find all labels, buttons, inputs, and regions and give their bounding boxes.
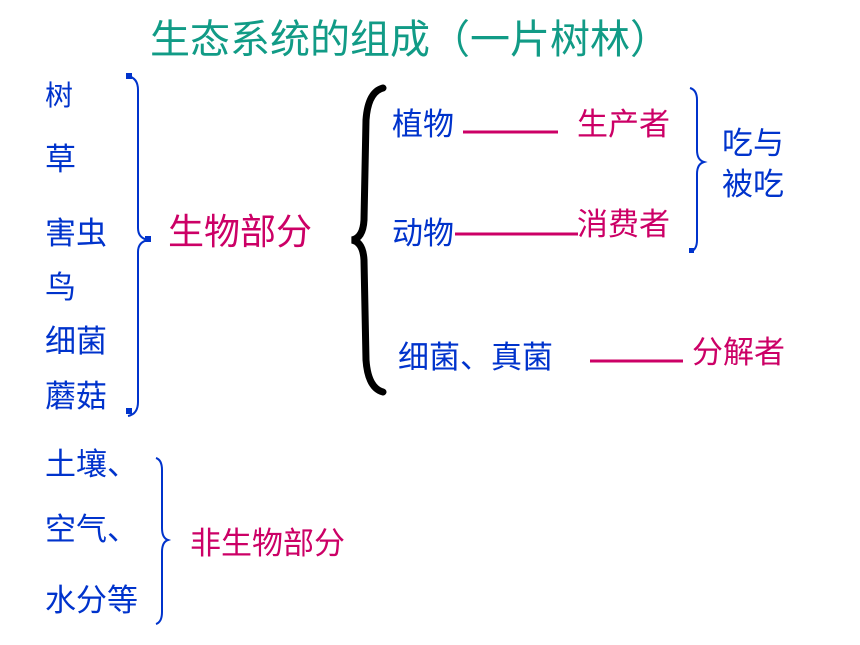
abiotic-brace bbox=[155, 457, 172, 625]
main-brace bbox=[351, 84, 387, 396]
role-producer: 生产者 bbox=[577, 107, 670, 143]
organism-bacteria: 细菌 bbox=[45, 324, 107, 360]
relation-brace-cap bbox=[689, 248, 694, 253]
abiotic-air: 空气、 bbox=[45, 512, 138, 548]
group-bacteria-fungi: 细菌、真菌 bbox=[398, 340, 553, 376]
group-animals: 动物 bbox=[392, 216, 454, 252]
organism-grass: 草 bbox=[45, 142, 76, 178]
biotic-brace-cap-bottom bbox=[126, 408, 132, 414]
organism-bird: 鸟 bbox=[45, 270, 76, 306]
biotic-brace bbox=[127, 75, 149, 417]
page-title: 生态系统的组成（一片树林） bbox=[150, 17, 670, 63]
organism-pest: 害虫 bbox=[45, 216, 107, 252]
relation-line-1: 吃与 bbox=[722, 126, 784, 162]
role-decomposer: 分解者 bbox=[692, 335, 785, 371]
biotic-brace-cap-mid bbox=[145, 236, 151, 242]
biotic-label: 生物部分 bbox=[168, 212, 313, 253]
group-plants: 植物 bbox=[392, 107, 454, 143]
abiotic-water: 水分等 bbox=[45, 583, 138, 619]
abiotic-soil: 土壤、 bbox=[45, 447, 138, 483]
biotic-brace-cap-top bbox=[126, 73, 132, 79]
relation-brace bbox=[689, 87, 708, 253]
organism-tree: 树 bbox=[45, 79, 74, 112]
role-consumer: 消费者 bbox=[577, 207, 670, 243]
organism-mushroom: 蘑菇 bbox=[45, 379, 107, 415]
relation-line-2: 被吃 bbox=[722, 167, 784, 203]
abiotic-label: 非生物部分 bbox=[190, 526, 345, 562]
